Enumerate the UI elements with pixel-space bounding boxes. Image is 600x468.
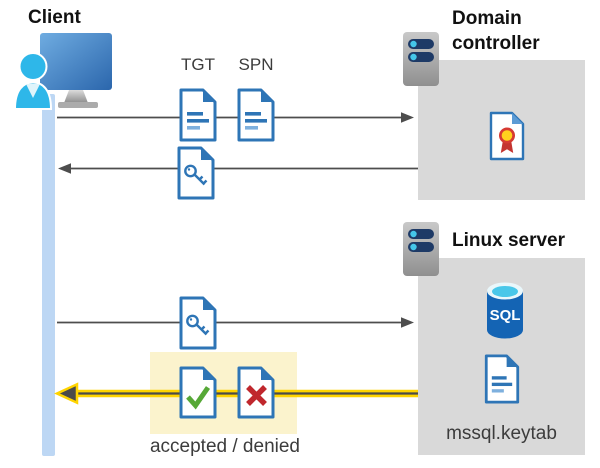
server-icon [403, 32, 439, 86]
client-label: Client [28, 7, 81, 28]
spn-document-icon [237, 88, 275, 142]
user-computer-icon [13, 33, 112, 110]
keytab-label: mssql.keytab [446, 423, 557, 444]
server-icon [403, 222, 439, 276]
sql-label: SQL [490, 307, 521, 324]
domain-controller-title: Domain controller [452, 8, 540, 54]
arrow-service-request [57, 317, 414, 328]
keytab-document-icon [484, 354, 520, 404]
linux-server-title: Linux server [452, 230, 565, 251]
tgt-document-icon [179, 88, 217, 142]
arrow-tgt-spn-request [57, 112, 414, 123]
tgt-label: TGT [181, 55, 215, 74]
key-document-icon [179, 296, 217, 350]
x-document-icon [237, 366, 275, 419]
arrow-ticket-response [58, 163, 418, 174]
client-lifeline [42, 94, 55, 456]
key-document-icon [177, 146, 215, 200]
spn-label: SPN [238, 55, 274, 74]
sql-database-icon: SQL [487, 282, 523, 339]
result-caption: accepted / denied [149, 436, 300, 457]
certificate-document-icon [489, 111, 525, 161]
check-document-icon [179, 366, 217, 419]
